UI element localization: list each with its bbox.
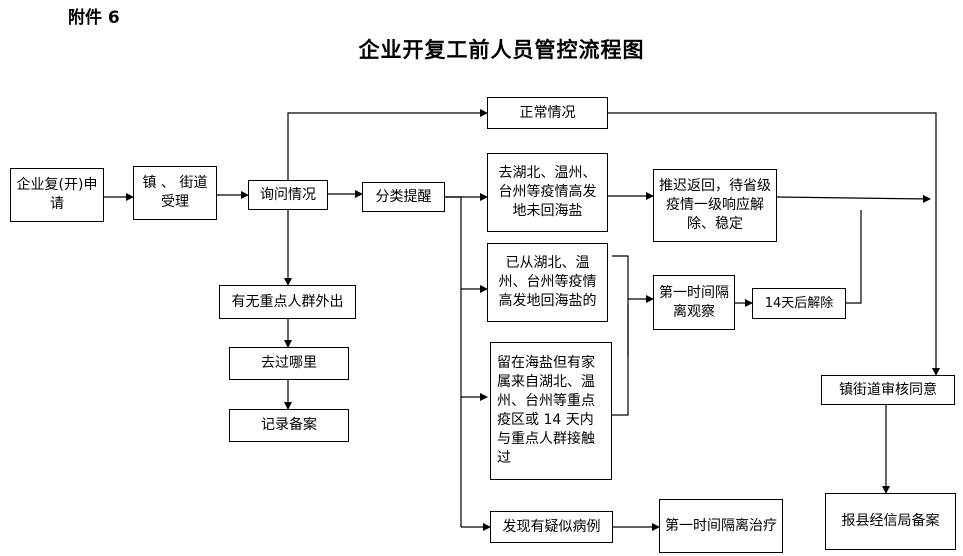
node-town-street-accept-label: 镇 、 街道受理: [142, 175, 208, 210]
node-not-returned: 去湖北、温州、台州等疫情高发地未回海盐: [487, 153, 608, 232]
node-classify-remind-label: 分类提醒: [375, 188, 432, 205]
node-returned-haiyan-label: 已从湖北、温州、台州等疫情高发地回海盐的: [498, 255, 597, 309]
node-town-street-accept: 镇 、 街道受理: [133, 166, 217, 220]
node-postpone-return-label: 推迟返回，待省级疫情一级响应解除、稳定: [659, 178, 771, 232]
node-enterprise-apply: 企业复(开)申请: [10, 168, 104, 222]
node-record-file: 记录备案: [229, 409, 349, 442]
node-classify-remind: 分类提醒: [362, 182, 445, 212]
node-release-14-days: 14天后解除: [752, 288, 846, 319]
node-isolate-treat: 第一时间隔离治疗: [659, 499, 783, 553]
node-town-approve: 镇街道审核同意: [821, 375, 955, 405]
node-key-people-out-label: 有无重点人群外出: [231, 293, 344, 310]
node-where-been-label: 去过哪里: [261, 355, 317, 371]
node-in-haiyan-contact: 留在海盐但有家属来自湖北、温州、台州等重点疫区或 14 天内与重点人群接触过: [490, 342, 612, 480]
node-normal-situation: 正常情况: [487, 97, 608, 129]
node-release-14-days-label: 14天后解除: [764, 296, 834, 311]
node-not-returned-label: 去湖北、温州、台州等疫情高发地未回海盐: [498, 165, 597, 219]
node-in-haiyan-contact-label: 留在海盐但有家属来自湖北、温州、台州等重点疫区或 14 天内与重点人群接触过: [497, 355, 595, 466]
node-postpone-return: 推迟返回，待省级疫情一级响应解除、稳定: [653, 169, 777, 242]
node-inquire-situation: 询问情况: [248, 180, 328, 210]
attachment-label: 附件 6: [68, 8, 120, 28]
node-suspected-case: 发现有疑似病例: [490, 511, 613, 543]
node-record-file-label: 记录备案: [261, 417, 317, 433]
flowchart-title: 企业开复工前人员管控流程图: [358, 38, 645, 62]
node-enterprise-apply-label: 企业复(开)申请: [16, 177, 98, 212]
node-town-approve-label: 镇街道审核同意: [839, 381, 937, 398]
node-county-file: 报县经信局备案: [825, 493, 956, 550]
node-isolate-treat-label: 第一时间隔离治疗: [665, 517, 777, 534]
node-suspected-case-label: 发现有疑似病例: [502, 518, 601, 535]
node-normal-situation-label: 正常情况: [519, 104, 576, 121]
node-isolate-observe: 第一时间隔离观察: [653, 275, 735, 330]
node-key-people-out: 有无重点人群外出: [219, 285, 356, 319]
node-isolate-observe-label: 第一时间隔离观察: [659, 284, 729, 320]
node-where-been: 去过哪里: [229, 347, 349, 380]
node-county-file-label: 报县经信局备案: [841, 513, 940, 529]
node-inquire-situation-label: 询问情况: [260, 186, 316, 203]
node-returned-haiyan: 已从湖北、温州、台州等疫情高发地回海盐的: [487, 243, 608, 322]
